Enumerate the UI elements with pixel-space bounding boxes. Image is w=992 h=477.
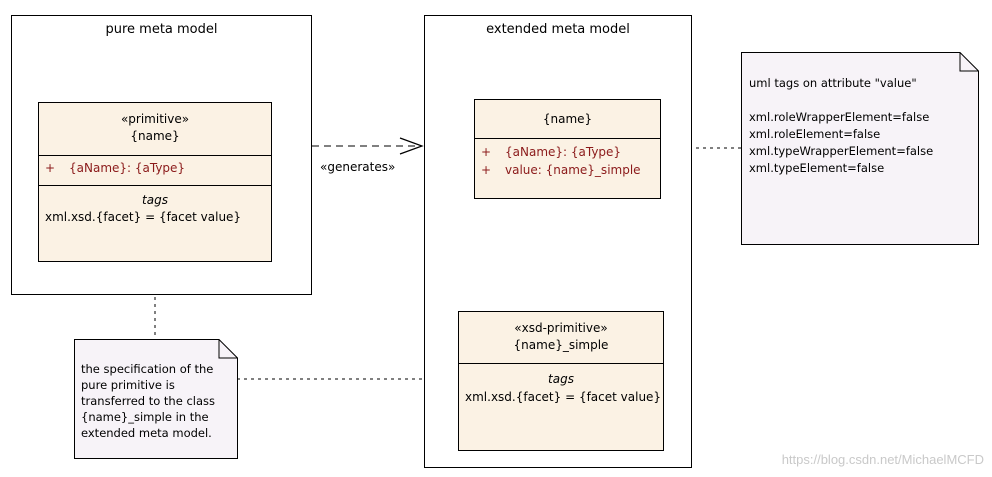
class-header: «primitive» {name} bbox=[39, 103, 271, 156]
note-shape bbox=[74, 339, 238, 459]
note-line: the specification of the bbox=[81, 362, 214, 376]
tags-heading: tags bbox=[548, 372, 574, 386]
attribute-text: {aName}: {aType} bbox=[69, 161, 186, 175]
class-stereotype: «primitive» bbox=[120, 112, 190, 126]
class-name: {name}_simple bbox=[513, 338, 609, 352]
attribute-row: + value: {name}_simple bbox=[481, 161, 660, 179]
attribute-visibility: + bbox=[45, 161, 56, 175]
tags-heading: tags bbox=[142, 193, 168, 207]
primitive-class: «primitive» {name} + {aName}: {aType} tag… bbox=[38, 102, 272, 262]
tag-value: xml.xsd.{facet} = {facet value} bbox=[45, 210, 242, 224]
note-line: transferred to the class bbox=[81, 394, 215, 408]
note-line bbox=[749, 92, 933, 109]
package-title: pure meta model bbox=[105, 22, 218, 37]
note-text: uml tags on attribute "value" xml.roleWr… bbox=[749, 75, 933, 177]
note-line: xml.typeWrapperElement=false bbox=[749, 144, 934, 158]
note-shape bbox=[741, 52, 979, 245]
class-header: «xsd-primitive» {name}_simple bbox=[459, 312, 663, 364]
package-title: extended meta model bbox=[486, 22, 630, 37]
class-header: {name} bbox=[475, 100, 660, 139]
class-attributes: + {aName}: {aType} + value: {name}_simple bbox=[475, 139, 660, 179]
note-text: the specification of the pure primitive … bbox=[81, 361, 215, 441]
spec-note: the specification of the pure primitive … bbox=[74, 339, 238, 459]
attribute-visibility: + bbox=[481, 163, 492, 177]
tags-note: uml tags on attribute "value" xml.roleWr… bbox=[741, 52, 979, 245]
class-stereotype: «xsd-primitive» bbox=[514, 321, 608, 335]
generates-label: «generates» bbox=[320, 160, 396, 174]
note-line: {name}_simple in the bbox=[81, 410, 209, 424]
attribute-visibility: + bbox=[481, 145, 492, 159]
simple-class: «xsd-primitive» {name}_simple tags xml.x… bbox=[458, 311, 664, 451]
extended-name-class: {name} + {aName}: {aType} + value: {name}_… bbox=[474, 99, 661, 199]
class-name: {name} bbox=[130, 129, 180, 143]
class-tags: tags xml.xsd.{facet} = {facet value} bbox=[459, 364, 663, 406]
class-name: {name} bbox=[542, 112, 593, 126]
attribute-text: value: {name}_simple bbox=[505, 163, 641, 177]
class-attributes: + {aName}: {aType} bbox=[39, 156, 271, 186]
generates-arrowhead bbox=[399, 137, 424, 155]
note-line: xml.roleElement=false bbox=[749, 127, 881, 141]
attribute-row: + {aName}: {aType} bbox=[481, 143, 660, 161]
note-line: xml.typeElement=false bbox=[749, 161, 885, 175]
tag-value: xml.xsd.{facet} = {facet value} bbox=[465, 390, 662, 404]
note-line: pure primitive is bbox=[81, 378, 175, 392]
attribute-text: {aName}: {aType} bbox=[505, 145, 622, 159]
note-line: xml.roleWrapperElement=false bbox=[749, 110, 930, 124]
attribute-row: + {aName}: {aType} bbox=[45, 161, 271, 175]
note-line: uml tags on attribute "value" bbox=[749, 76, 917, 90]
note-line: extended meta model. bbox=[81, 426, 212, 440]
watermark: https://blog.csdn.net/MichaelMCFD bbox=[781, 452, 984, 467]
class-tags: tags xml.xsd.{facet} = {facet value} bbox=[39, 186, 271, 226]
